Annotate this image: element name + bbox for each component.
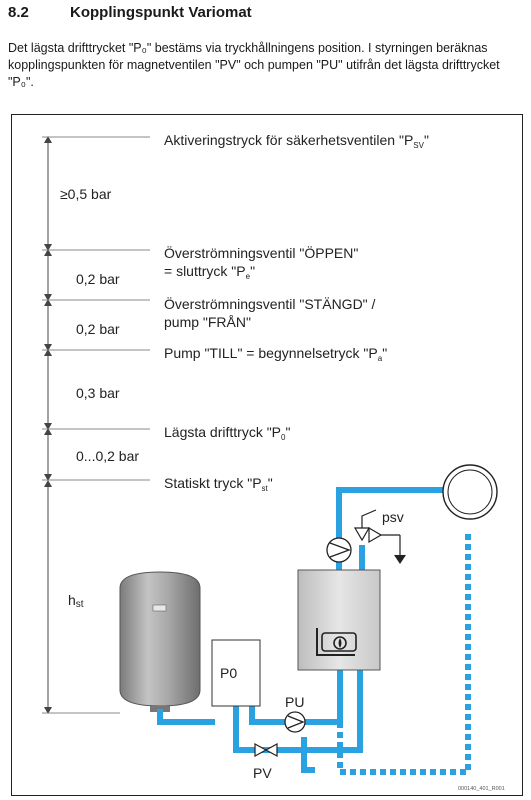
level-sv-label: Aktiveringstryck för säkerhetsventilen "… xyxy=(164,132,429,150)
p0-box xyxy=(211,639,261,707)
interval-2-label: 0,2 bar xyxy=(76,271,120,287)
diagram-frame xyxy=(11,114,523,796)
valve-pv-icon xyxy=(254,742,278,758)
level-end-pressure-label: = sluttryck "Pe" xyxy=(164,263,255,281)
interval-5-label: 0...0,2 bar xyxy=(76,448,139,464)
pu-label: PU xyxy=(285,694,304,710)
return-pipes xyxy=(337,530,471,775)
expansion-vessel xyxy=(119,571,201,712)
section-title: Kopplingspunkt Variomat xyxy=(70,4,252,21)
consumer-circle-icon xyxy=(442,464,498,520)
safety-valve-icon xyxy=(353,509,406,564)
level-static-label: Statiskt tryck "Pst" xyxy=(164,475,273,493)
scale-arrows xyxy=(44,136,52,714)
interval-3-label: 0,2 bar xyxy=(76,321,120,337)
control-unit xyxy=(297,569,381,671)
level-overflow-closed-label: Överströmningsventil "STÄNGD" / xyxy=(164,295,376,312)
interval-4-label: 0,3 bar xyxy=(76,385,120,401)
intro-paragraph: Det lägsta drifttrycket "P₀" bestäms via… xyxy=(8,41,500,89)
level-overflow-open-label: Överströmningsventil "ÖPPEN" xyxy=(164,244,358,261)
figure-code: 000140_401_R001 xyxy=(458,786,505,792)
pv-label: PV xyxy=(253,765,272,781)
drain-arrow-icon xyxy=(394,555,406,564)
pump-pu-icon xyxy=(284,711,306,733)
psv-label: psv xyxy=(382,509,404,525)
interval-1-label: ≥0,5 bar xyxy=(60,186,112,202)
level-min-operating-label: Lägsta drifttryck "P0" xyxy=(164,424,290,442)
p0-label: P0 xyxy=(220,665,237,681)
height-label: hst xyxy=(68,592,84,610)
level-pump-off-label: pump "FRÅN" xyxy=(164,314,251,330)
pump-top-icon xyxy=(326,537,352,563)
vessel-badge-icon xyxy=(152,604,167,612)
flame-icon xyxy=(333,636,347,650)
section-number: 8.2 xyxy=(8,4,29,21)
level-pump-on-label: Pump "TILL" = begynnelsetryck "Pa" xyxy=(164,345,387,363)
level-lines xyxy=(42,136,150,714)
